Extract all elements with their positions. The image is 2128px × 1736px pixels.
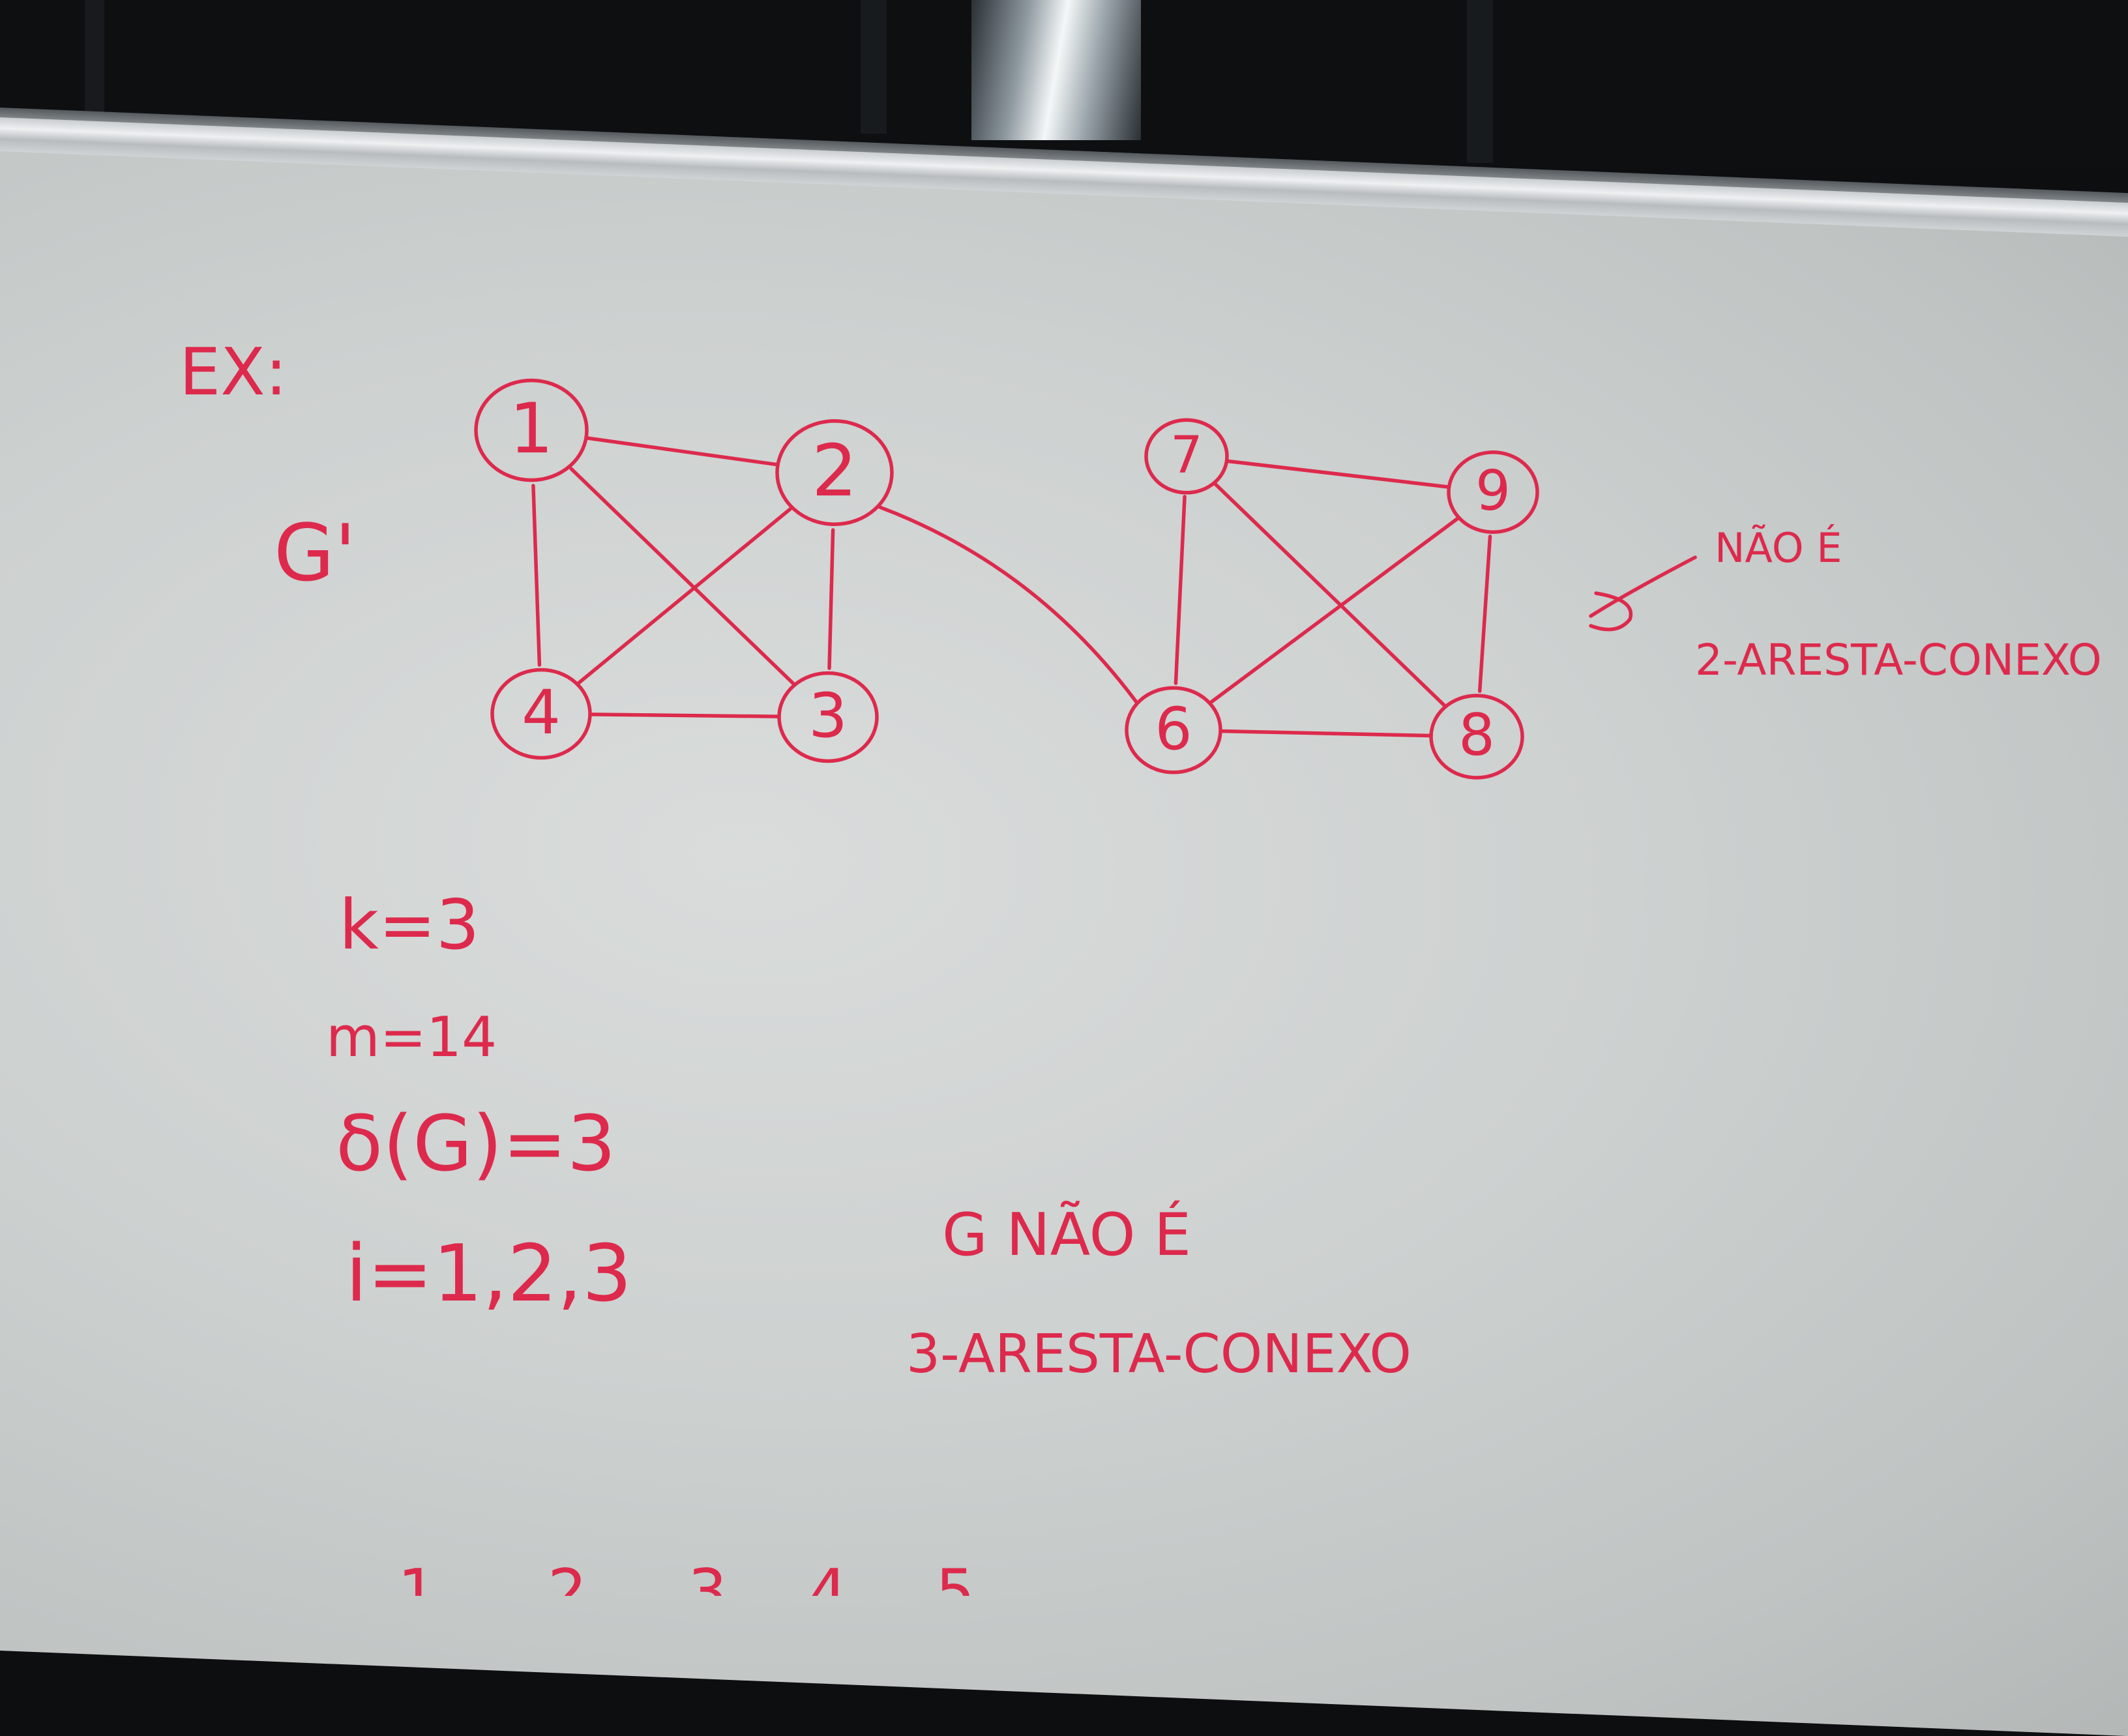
edge-n4-n3 — [588, 713, 781, 718]
node-circle-3 — [777, 671, 879, 763]
node-label-9: 9 — [1475, 459, 1511, 523]
arrow-pointer — [1589, 555, 1697, 618]
bottom-row-item-2: 2 — [548, 1557, 587, 1596]
node-circle-7 — [1144, 418, 1229, 495]
node-label-6: 6 — [1155, 695, 1192, 763]
window-glare — [971, 0, 1141, 140]
i-values-line: i=1,2,3 — [346, 1229, 632, 1319]
note-right-line2: 2-ARESTA-CONEXO — [1695, 635, 2102, 685]
edge-n1-n3 — [569, 467, 795, 685]
edge-n9-n8 — [1477, 535, 1492, 693]
edge-n9-n6 — [1209, 516, 1460, 704]
edge-n6-n8 — [1219, 729, 1433, 738]
edge-n1-n2 — [584, 436, 780, 467]
node-label-1: 1 — [509, 389, 553, 469]
edge-n2-n6 — [878, 505, 1138, 704]
node-circle-2 — [775, 419, 894, 526]
window-frame-left — [85, 0, 104, 117]
node-circle-8 — [1429, 694, 1524, 780]
edge-n1-n4 — [531, 484, 542, 667]
node-circle-4 — [490, 668, 592, 760]
bottom-row-item-1: 1 — [398, 1557, 437, 1596]
min-degree-line: δ(G)=3 — [336, 1098, 616, 1188]
m-value-line: m=14 — [326, 1005, 497, 1070]
edge-n2-n3 — [827, 528, 835, 670]
ex-label: EX: — [179, 334, 287, 410]
graph-edges — [531, 436, 1492, 738]
window-frame-right — [1467, 0, 1493, 163]
node-circle-1 — [474, 378, 589, 482]
graph-nodes: 1 2 3 4 6 7 8 9 — [474, 378, 1539, 780]
edge-n2-n4 — [577, 507, 792, 685]
note-center-line2: 3-ARESTA-CONEXO — [906, 1323, 1411, 1385]
edge-n7-n6 — [1174, 495, 1187, 685]
bottom-row-item-4: 4 — [808, 1557, 848, 1596]
note-right-line1: NÃO É — [1715, 524, 1842, 572]
window-frame-middle — [861, 0, 887, 134]
whiteboard-drawing: 1 2 3 4 6 7 8 9 EX: G' NÃO É 2-ARESTA-CONEXO k=… — [179, 334, 2102, 1596]
node-label-7: 7 — [1170, 426, 1203, 485]
node-circle-9 — [1447, 450, 1539, 534]
node-label-2: 2 — [812, 429, 857, 512]
node-label-3: 3 — [808, 681, 848, 752]
bottom-row-item-3: 3 — [688, 1557, 727, 1596]
bottom-partial-row: 1 2 3 4 5 — [398, 1557, 975, 1596]
node-label-8: 8 — [1458, 701, 1495, 769]
node-circle-6 — [1125, 686, 1222, 774]
arrow-pointer-hook — [1589, 591, 1633, 632]
note-center-line1: G NÃO É — [942, 1199, 1191, 1269]
bottom-row-item-5: 5 — [936, 1557, 975, 1596]
edge-n7-n9 — [1224, 459, 1451, 489]
edge-n7-n8 — [1213, 482, 1446, 707]
graph-name: G' — [274, 508, 356, 599]
node-label-4: 4 — [522, 677, 561, 748]
k-value-line: k=3 — [339, 885, 480, 965]
